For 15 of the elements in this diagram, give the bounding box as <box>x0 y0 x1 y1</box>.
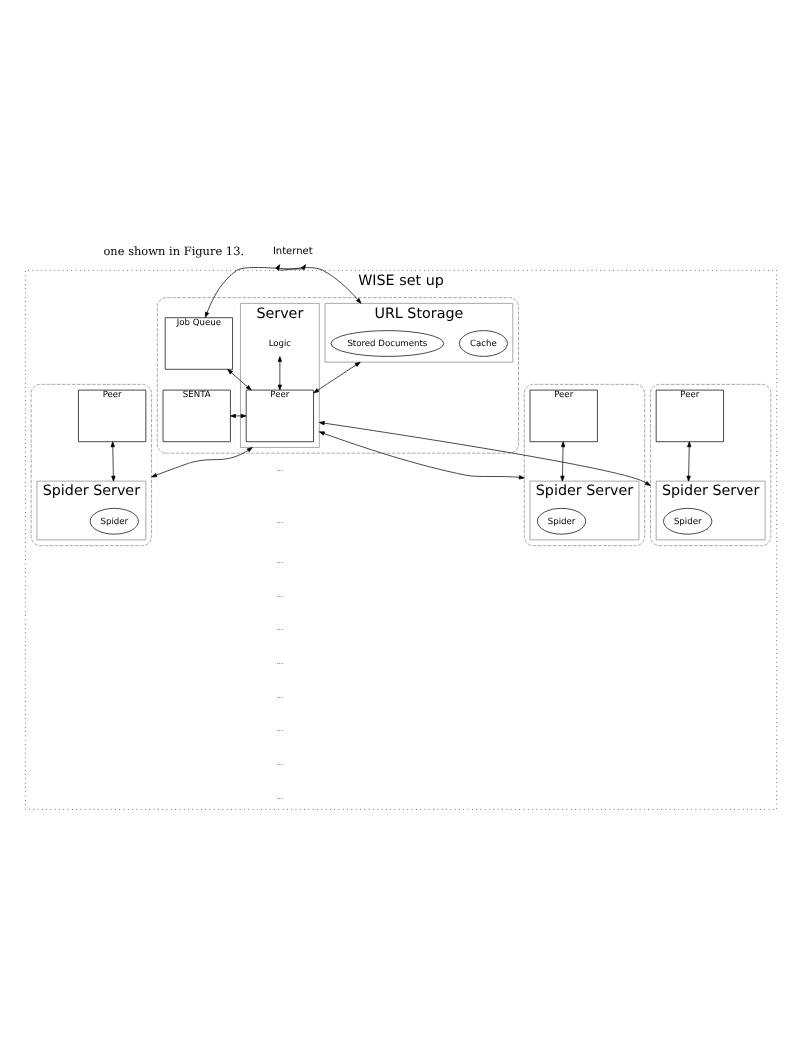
arrow <box>277 356 282 391</box>
cluster <box>30 384 152 546</box>
arrow <box>275 264 362 304</box>
arrow <box>318 421 651 486</box>
arrow <box>313 361 361 394</box>
arrow <box>560 441 566 482</box>
arrow <box>686 441 692 482</box>
arrow <box>318 431 525 480</box>
arrow <box>227 369 252 391</box>
cluster <box>650 384 772 546</box>
arrow <box>151 447 253 478</box>
cluster <box>523 384 646 546</box>
arrow <box>205 264 307 318</box>
arrow <box>110 441 116 482</box>
arrow <box>230 413 247 419</box>
